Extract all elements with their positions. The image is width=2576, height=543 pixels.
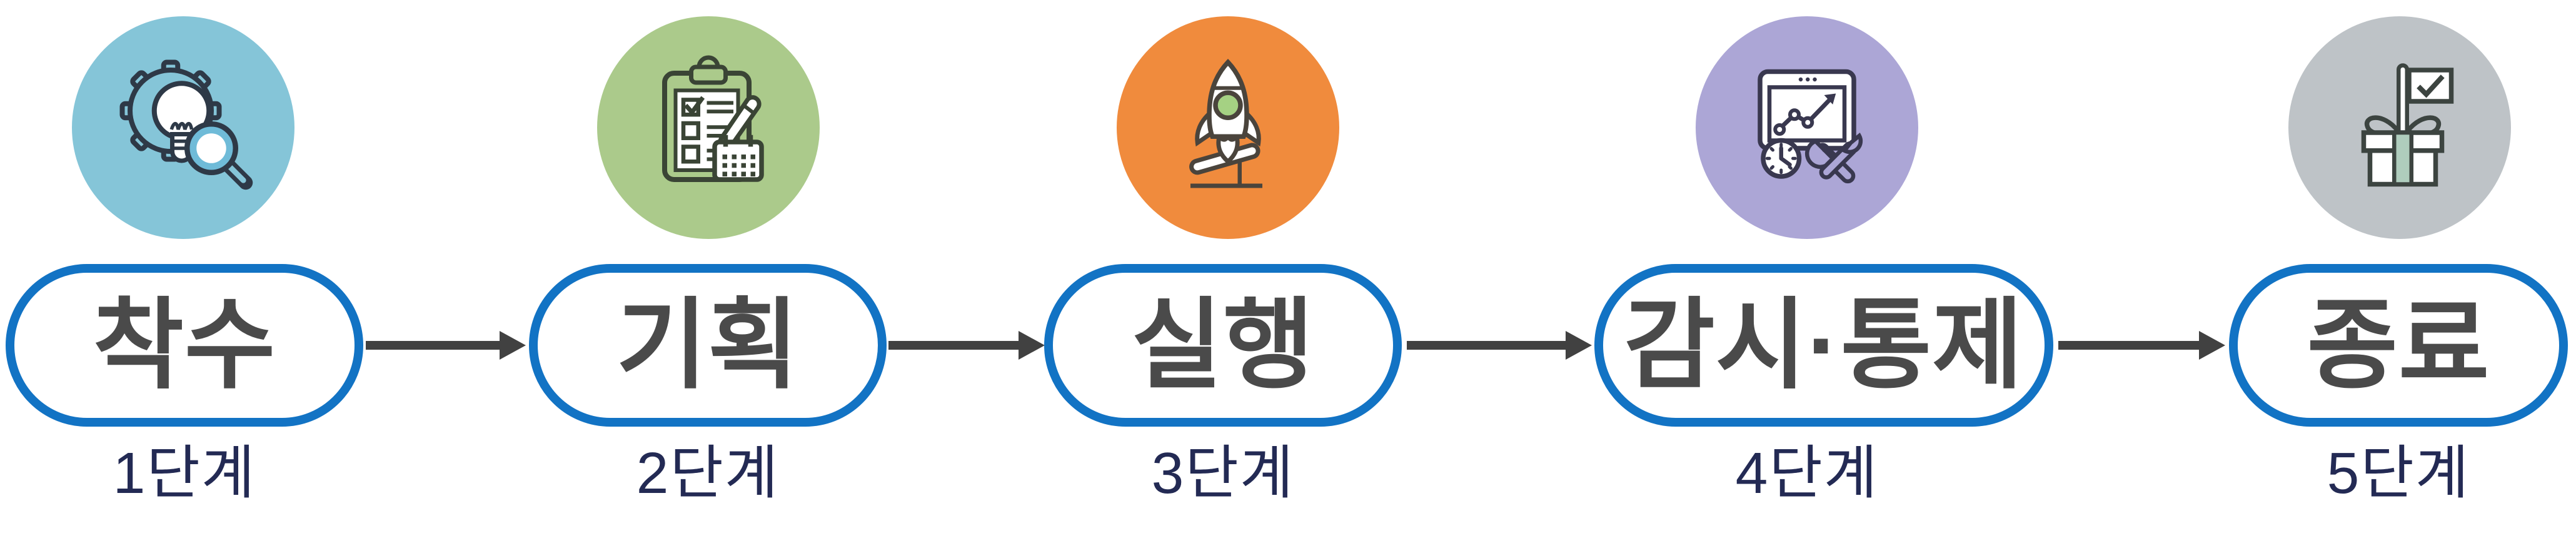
stage-execution-icon-circle [1117,16,1339,239]
step-label-3: 3단계 [1151,440,1295,505]
gear-lightbulb-magnifier-icon [105,48,261,208]
stage-planning-icon-circle [597,16,820,239]
step-label-4: 4단계 [1735,440,1879,505]
arrow-shaft [366,341,505,350]
stage-pill-monitoring-control: 감시·통제 [1594,264,2053,427]
flow-arrow-2 [888,331,1045,360]
flow-arrow-3 [1407,331,1592,360]
step-label-5: 5단계 [2327,440,2470,505]
stage-pill-closing: 종료 [2229,264,2568,427]
arrow-shaft [888,341,1024,350]
stage-initiation-icon-circle [72,16,294,239]
stage-pill-execution: 실행 [1044,264,1402,427]
stage-closing-icon-circle [2288,16,2511,239]
stage-name-monitoring-control: 감시·통제 [1624,290,2024,400]
arrow-shaft [2058,341,2204,350]
stage-pill-planning: 기획 [529,264,887,427]
stage-name-closing: 종료 [2307,290,2490,400]
stage-pill-initiation: 착수 [6,264,363,427]
clipboard-checklist-calendar-icon [630,48,787,208]
arrow-head [2199,331,2225,360]
step-label-1: 1단계 [113,440,256,505]
gift-flag-checkmark-icon [2322,48,2478,208]
arrow-head [1019,331,1045,360]
flow-arrow-1 [366,331,526,360]
flow-arrow-4 [2058,331,2225,360]
stage-monitoring-control-icon-circle [1696,16,1918,239]
rocket-launchpad-icon [1150,48,1306,208]
dashboard-clock-tools-icon [1729,48,1885,208]
arrow-shaft [1407,341,1571,350]
stage-name-planning: 기획 [616,290,800,400]
arrow-head [1566,331,1592,360]
stage-name-initiation: 착수 [93,290,276,400]
stage-name-execution: 실행 [1131,290,1315,400]
step-label-2: 2단계 [636,440,780,505]
arrow-head [500,331,526,360]
